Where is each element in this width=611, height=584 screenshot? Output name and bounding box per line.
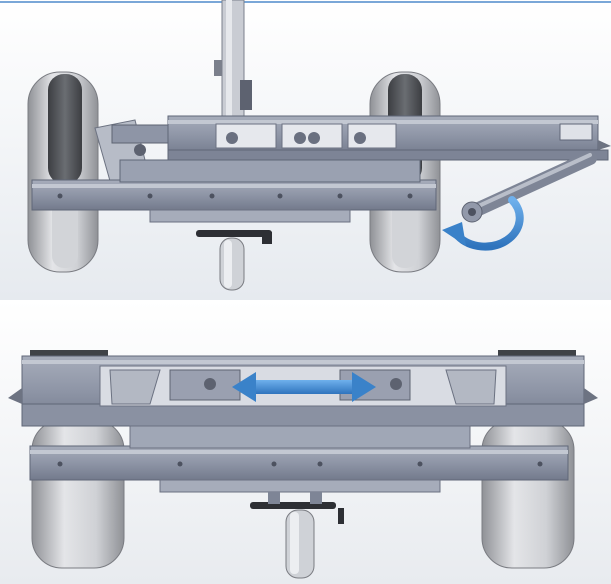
upper-rail-assembly xyxy=(8,355,598,427)
left-wheel xyxy=(27,71,99,273)
swing-arm xyxy=(461,151,597,223)
curved-rotation-arrow-icon xyxy=(442,196,524,251)
lower-main-beam xyxy=(29,425,569,493)
lower-main-beam xyxy=(31,159,437,223)
bottom-panel-extended-view xyxy=(0,300,611,584)
center-caster-wheel xyxy=(285,509,315,579)
upper-rail-assembly xyxy=(167,115,611,161)
center-handle xyxy=(250,492,344,524)
bottom-panel-drawing xyxy=(0,300,611,584)
center-caster-wheel xyxy=(219,237,245,291)
top-panel-drawing xyxy=(0,0,611,300)
top-panel-folded-view xyxy=(0,0,611,300)
center-handle xyxy=(196,230,272,244)
double-headed-horizontal-arrow-icon xyxy=(232,372,376,402)
vertical-mast xyxy=(214,0,252,151)
